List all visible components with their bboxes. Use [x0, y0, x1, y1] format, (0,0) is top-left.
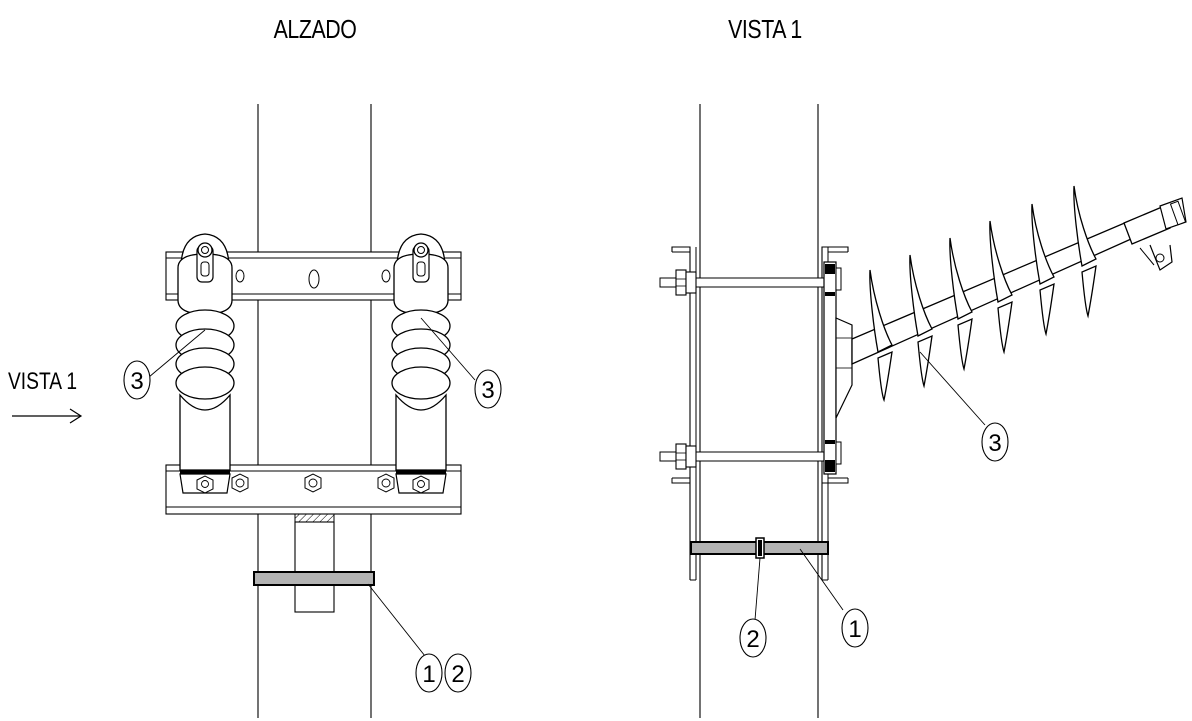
- callout-1-vista-text: 1: [848, 616, 861, 643]
- leader-lines-alzado: [148, 317, 476, 657]
- clamp-band-front: [253, 571, 375, 586]
- callout-1-alzado: 1: [415, 653, 443, 693]
- callout-3-right-text: 3: [481, 377, 494, 404]
- mounting-plate: [823, 261, 853, 475]
- callout-3-left-text: 3: [130, 368, 143, 395]
- clamp-band-side: [690, 537, 829, 559]
- through-bolt-upper: [659, 269, 839, 296]
- terminal-left: [196, 242, 214, 283]
- rear-bracket: [671, 246, 697, 581]
- pole-front: [257, 104, 372, 718]
- callout-2-alzado-text: 2: [451, 661, 464, 688]
- through-bolt-lower: [659, 443, 839, 470]
- view-direction-arrow: [12, 408, 83, 424]
- view-direction-label: VISTA 1: [8, 368, 78, 395]
- lower-support-tube: [294, 513, 335, 613]
- insulator-left: [175, 233, 235, 494]
- terminal-side: [1123, 197, 1187, 271]
- alzado-view: 3 3 1 2: [123, 104, 502, 718]
- callout-3-vista-text: 3: [988, 430, 1001, 457]
- vista-1-view: 2 1 3: [659, 104, 1187, 718]
- callout-3-vista: 3: [981, 422, 1009, 462]
- insulator-right: [391, 233, 451, 494]
- terminal-right: [412, 242, 430, 283]
- callout-2-vista-text: 2: [746, 626, 759, 653]
- callout-2-vista: 2: [739, 618, 767, 658]
- crossarm-bolts: [231, 473, 395, 493]
- insulator-side: [851, 185, 1187, 403]
- leader-lines-vista: [754, 351, 986, 621]
- title-vista-1: VISTA 1: [728, 14, 802, 44]
- insulator-sheds: [869, 185, 1097, 403]
- callout-1-vista: 1: [841, 608, 869, 648]
- callout-1-alzado-text: 1: [422, 661, 435, 688]
- callout-3-right: 3: [474, 369, 502, 409]
- callout-3-left: 3: [123, 360, 151, 400]
- pole-side: [699, 104, 819, 718]
- callout-2-alzado: 2: [444, 653, 472, 693]
- title-alzado: ALZADO: [273, 14, 357, 44]
